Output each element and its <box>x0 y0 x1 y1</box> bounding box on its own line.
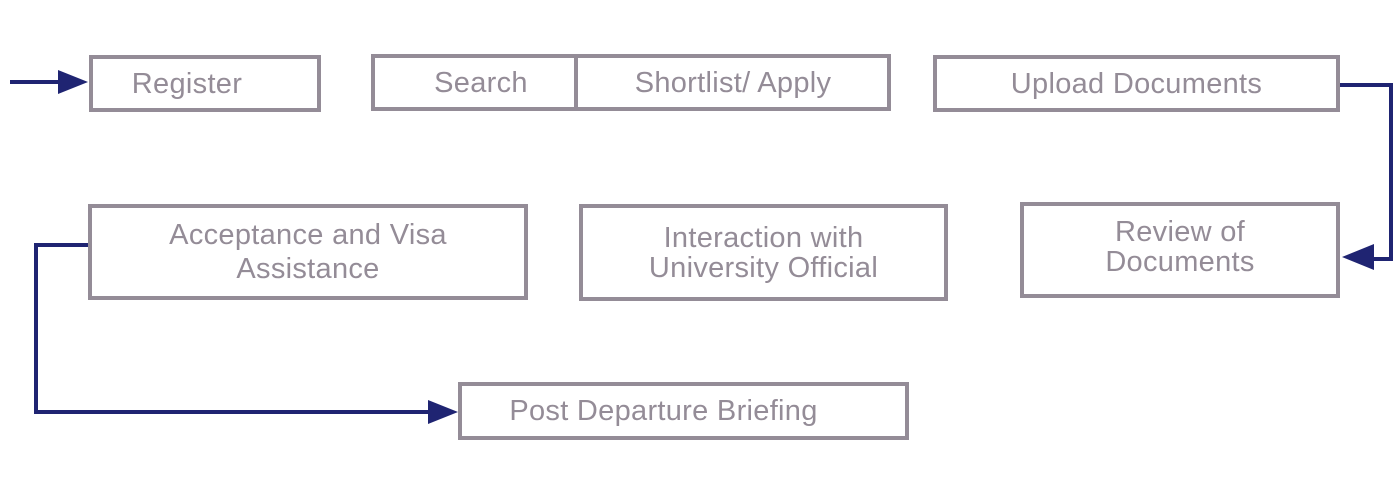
briefing-arrowhead <box>428 400 458 424</box>
step-register: Register <box>89 55 321 112</box>
review-arrowhead <box>1342 244 1374 270</box>
step-acceptance-label-line1: Acceptance and Visa <box>169 219 447 251</box>
step-upload-label: Upload Documents <box>1010 67 1263 100</box>
step-review-label-line1: Review of <box>1114 216 1246 248</box>
step-acceptance-visa: Acceptance and Visa Assistance <box>88 204 528 300</box>
step-review-label-line2: Documents <box>1105 246 1255 278</box>
step-briefing-label: Post Departure Briefing <box>509 395 818 427</box>
step-shortlist-label: Shortlist/ Apply <box>634 66 832 99</box>
search-shortlist-divider <box>574 58 578 107</box>
step-interaction-label-line2: University Official <box>648 251 879 284</box>
step-review-documents: Review of Documents <box>1020 202 1340 298</box>
step-post-departure-briefing: Post Departure Briefing <box>458 382 909 440</box>
step-search-label: Search <box>434 66 528 99</box>
step-search-shortlist: Search Shortlist/ Apply <box>371 54 891 111</box>
acceptance-to-briefing-connector <box>34 243 432 414</box>
step-register-label: Register <box>131 67 243 100</box>
upload-to-review-connector <box>1339 83 1393 261</box>
entry-arrowhead <box>58 70 88 94</box>
step-acceptance-label-line2: Assistance <box>236 253 380 285</box>
step-university-interaction: Interaction with University Official <box>579 204 948 301</box>
step-upload-documents: Upload Documents <box>933 55 1340 112</box>
step-interaction-label-line1: Interaction with <box>663 221 864 254</box>
